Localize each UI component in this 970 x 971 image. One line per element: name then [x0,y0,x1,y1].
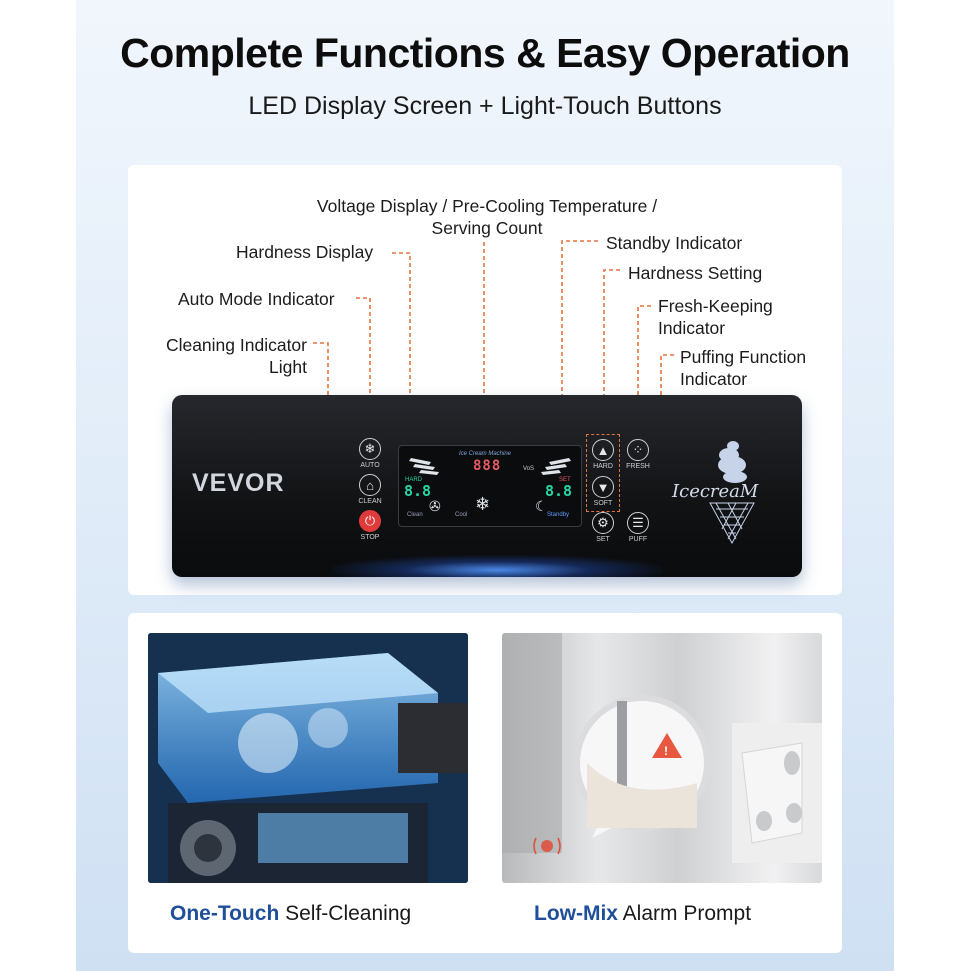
callout-voltage-display: Voltage Display / Pre-Cooling Temperatur… [297,195,677,239]
callout-puffing-line1: Puffing Function [680,347,807,367]
leader-hardness-setting [603,269,620,434]
callout-standby-indicator: Standby Indicator [606,233,743,253]
clean-button[interactable]: ⌂ [359,474,381,496]
auto-button[interactable]: ❄ [359,438,381,460]
fan-icon: ✇ [429,498,441,514]
fresh-button[interactable]: ⁘ [627,439,649,461]
caption-self-cleaning-highlight: One-Touch [170,902,280,925]
ice-cream-logo [709,441,755,545]
hard-screen-label: HARD [405,477,423,483]
led-display-screen: Ice Cream Machine 888 VoS HARD 8.8 SET 8… [398,445,582,527]
brand-logo: VEVOR [192,469,285,497]
clean-screen-label: Clean [407,512,423,518]
puff-icon: ☰ [632,515,644,530]
machine-label: Ice Cream Machine [459,451,512,457]
svg-text:!: ! [664,744,668,758]
standby-screen-label: Standby [547,512,570,518]
callout-hardness-setting: Hardness Setting [628,263,763,283]
set-screen-label: SET [559,477,571,483]
low-mix-alarm-image: ! [502,633,822,883]
soft-label: SOFT [593,500,613,507]
leader-auto-mode [356,297,371,438]
callout-fresh-line2: Indicator [658,318,726,338]
settings-icon: ⚙ [597,515,609,530]
callout-voltage-line2: Serving Count [431,218,543,238]
warning-icon [652,733,682,758]
callout-fresh-line1: Fresh-Keeping [658,296,773,316]
callout-fresh-keeping: Fresh-Keeping Indicator [658,295,773,339]
callout-puffing-line2: Indicator [680,369,748,389]
alarm-closeup-illustration: ! [502,633,822,863]
callout-cleaning-indicator: Cleaning Indicator Light [152,334,307,378]
callout-cleaning-line2: Light [269,357,307,377]
cleaning-icon: ⌂ [366,477,374,493]
puff-button[interactable]: ☰ [627,512,649,534]
led-wing-segments [409,458,571,475]
hard-label: HARD [593,463,613,470]
translucent-tank-illustration [148,633,468,883]
caption-low-mix: Low-Mix Alarm Prompt [534,902,751,926]
set-label: SET [596,536,610,543]
self-cleaning-image [148,633,468,883]
caption-low-mix-rest: Alarm Prompt [618,902,752,925]
callout-auto-mode: Auto Mode Indicator [178,289,335,309]
panel-glow [332,555,662,577]
page-subtitle: LED Display Screen + Light-Touch Buttons [248,92,722,120]
control-panel: VEVOR ❄ AUTO ⌂ CLEAN ⏻ STOP Ice Cream Ma… [172,395,802,577]
caption-self-cleaning-rest: Self-Cleaning [279,902,412,925]
logo-script-text: IcecreaM [672,481,759,502]
power-icon: ⏻ [364,513,376,528]
set-button[interactable]: ⚙ [592,512,614,534]
hard-digits: 8.8 [404,482,432,500]
stop-button[interactable]: ⏻ [359,510,381,532]
arrow-down-icon: ▼ [596,479,610,495]
caption-low-mix-highlight: Low-Mix [534,902,618,925]
caption-self-cleaning: One-Touch Self-Cleaning [170,902,411,926]
leader-hardness-display [392,252,411,487]
set-digits: 8.8 [545,482,573,500]
arrow-up-icon: ▲ [596,442,610,458]
hardness-buttons-highlight [586,434,620,512]
callout-puffing-function: Puffing Function Indicator [680,346,806,390]
stop-label: STOP [360,534,380,541]
snowflake-display-icon: ❄ [475,494,491,514]
puff-label: PUFF [628,536,648,543]
callout-hardness-display: Hardness Display [236,242,374,262]
clean-label: CLEAN [358,498,382,505]
center-digits: 888 [473,458,502,474]
center-unit: VoS [523,466,535,472]
fresh-dots-icon: ⁘ [632,442,644,457]
cool-screen-label: Cool [455,512,468,518]
callout-voltage-line1: Voltage Display / Pre-Cooling Temperatur… [316,196,658,216]
snowflake-icon: ❄ [364,441,376,456]
hard-button[interactable]: ▲ [592,439,614,461]
fresh-label: FRESH [626,463,650,470]
moon-icon: ☾ [535,498,548,514]
callout-cleaning-line1: Cleaning Indicator [165,335,307,355]
auto-label: AUTO [360,462,380,469]
soft-button[interactable]: ▼ [592,476,614,498]
page-title: Complete Functions & Easy Operation [120,30,850,76]
